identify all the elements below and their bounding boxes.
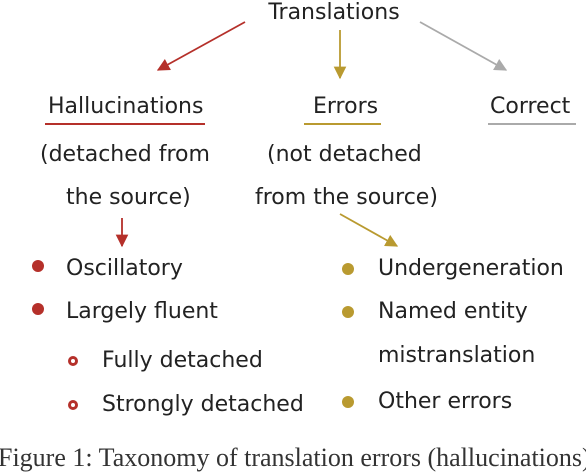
subtype-strongly-detached: Strongly detached	[102, 392, 304, 417]
errors-desc-line2: from the source)	[255, 185, 438, 210]
connector-arrows	[115, 21, 508, 248]
subtype-fully-detached: Fully detached	[102, 348, 263, 373]
figure-caption: Figure 1: Taxonomy of translation errors…	[0, 443, 586, 472]
root-title: Translations	[268, 0, 400, 25]
hallucination-type-largely-fluent: Largely fluent	[66, 299, 218, 324]
errors-desc-line1: (not detached	[267, 142, 422, 167]
named-entity-bullet	[342, 306, 354, 318]
errors-title: Errors	[313, 94, 379, 119]
errors-underline	[304, 123, 381, 125]
error-type-named-entity: Named entity	[378, 299, 528, 324]
strongly-detached-ring-bullet	[68, 400, 78, 410]
hallucination-type-oscillatory: Oscillatory	[66, 256, 183, 281]
largely-fluent-bullet	[32, 303, 44, 315]
fully-detached-ring-bullet	[68, 356, 78, 366]
error-type-named-entity-line2: mistranslation	[378, 343, 536, 368]
hallucinations-desc-line2: the source)	[66, 185, 191, 210]
error-type-undergeneration: Undergeneration	[378, 256, 564, 281]
error-type-other-errors: Other errors	[378, 389, 513, 414]
hallucinations-underline	[45, 123, 205, 125]
hallucinations-title: Hallucinations	[48, 94, 204, 119]
correct-title: Correct	[490, 94, 571, 119]
arrow-to-hallucinations	[156, 21, 246, 71]
arrow-to-error-types	[339, 213, 399, 247]
other-errors-bullet	[342, 396, 354, 408]
oscillatory-bullet	[32, 260, 44, 272]
correct-underline	[488, 123, 576, 125]
hallucinations-desc-line1: (detached from	[40, 142, 210, 167]
arrow-to-correct	[419, 21, 508, 71]
undergeneration-bullet	[342, 263, 354, 275]
